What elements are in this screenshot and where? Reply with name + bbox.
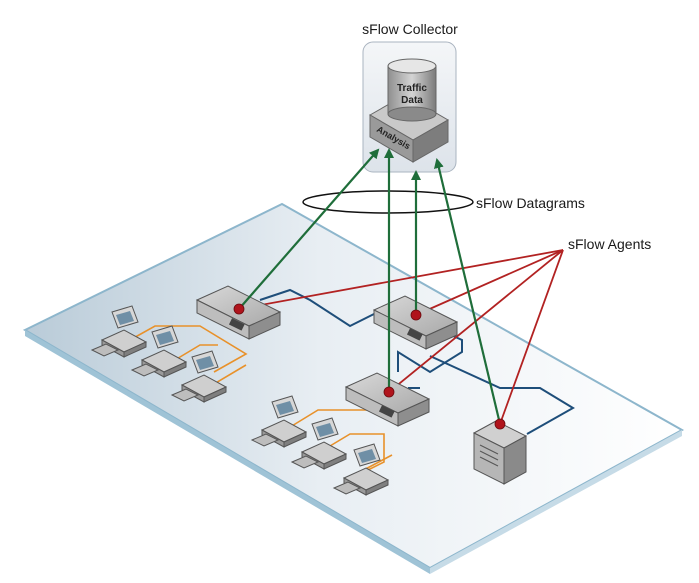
agent-dot <box>494 418 506 430</box>
network-links <box>259 288 575 435</box>
agent-dot <box>410 309 422 321</box>
datagrams-label: sFlow Datagrams <box>476 195 585 211</box>
sflow-datagram-arrows <box>238 148 502 425</box>
sflow-collector: sFlow Collector Analysis Traffic Data <box>362 21 458 173</box>
agent-dot <box>383 386 395 398</box>
workstation-icon <box>90 305 148 358</box>
server-icon <box>472 420 528 485</box>
agent-dots <box>233 303 506 430</box>
collector-title: sFlow Collector <box>362 21 458 37</box>
lan-links-left <box>129 325 248 385</box>
agents-label: sFlow Agents <box>568 236 651 252</box>
database-icon: Traffic Data <box>387 58 437 122</box>
db-label-traffic: Traffic <box>397 83 427 94</box>
db-label-data: Data <box>401 95 423 106</box>
agent-dot <box>233 303 245 315</box>
